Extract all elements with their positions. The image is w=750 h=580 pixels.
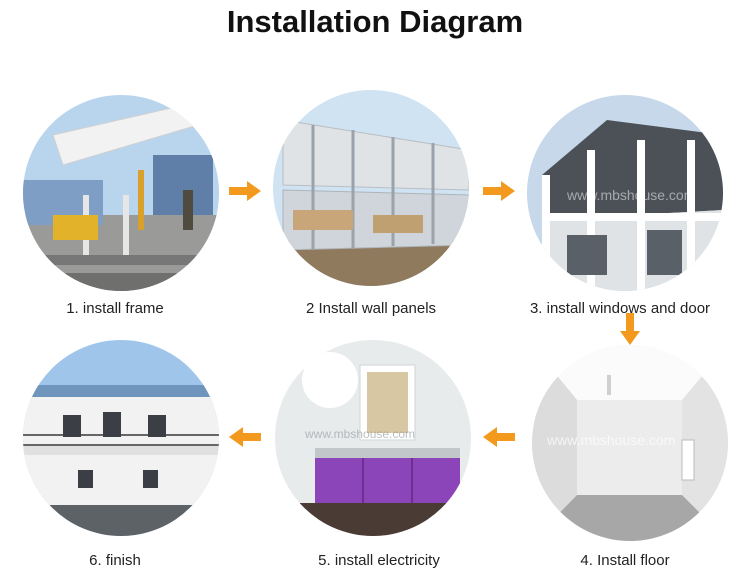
arrow-right-icon <box>229 181 261 201</box>
step-2-caption: 2 Install wall panels <box>305 300 437 317</box>
step-2-photo <box>273 90 469 286</box>
arrow-left-icon <box>483 427 515 447</box>
arrow-right-icon <box>483 181 515 201</box>
step-3-watermark: www.mbshouse.com <box>566 187 695 203</box>
arrow-down-icon <box>620 313 640 345</box>
step-4-photo: www.mbshouse.com <box>532 345 728 541</box>
step-6-photo <box>23 340 219 536</box>
step-6-caption: 6. finish <box>89 552 141 569</box>
step-1-photo <box>23 95 219 291</box>
arrow-left-icon <box>229 427 261 447</box>
step-5-photo: www.mbshouse.com <box>275 340 471 536</box>
step-3-photo: www.mbshouse.com <box>527 95 723 291</box>
page-title: Installation Diagram <box>226 4 524 39</box>
step-5-watermark: www.mbshouse.com <box>304 427 415 441</box>
step-5-caption: 5. install electricity <box>318 552 440 569</box>
step-1-caption: 1. install frame <box>66 300 164 317</box>
step-3-caption: 3. install windows and door <box>529 300 711 317</box>
step-4-caption: 4. Install floor <box>580 552 670 569</box>
step-4-watermark: www.mbshouse.com <box>546 432 675 448</box>
